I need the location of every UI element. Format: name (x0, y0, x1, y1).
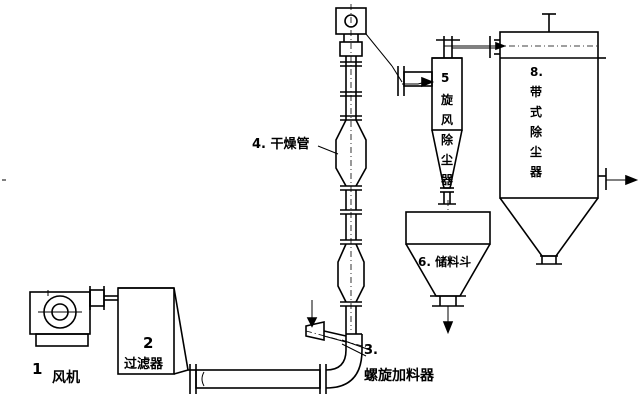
bag-filter-label-1: 带 (530, 84, 542, 99)
bag-filter-label-4: 尘 (530, 144, 542, 159)
screw-feeder (305, 300, 371, 357)
cyclone-label-4: 尘 (441, 152, 453, 167)
bag-filter-number: 8. (530, 65, 543, 79)
cyclone-label-5: 器 (440, 173, 454, 187)
feeder-number: 3. (364, 343, 378, 358)
cyclone-label-2: 风 (441, 113, 453, 127)
cyclone-number: 5 (441, 71, 449, 85)
filter-label: 过滤器 (124, 356, 164, 372)
storage-hopper-label: 6. 储料斗 (418, 254, 471, 269)
drying-tube-label: 4. 干燥管 (252, 136, 310, 152)
bag-filter-label-2: 式 (530, 104, 542, 119)
drying-tube (335, 4, 367, 335)
bag-filter-label-3: 除 (530, 124, 543, 139)
storage-hopper (405, 200, 491, 335)
fan-label: 风机 (52, 369, 80, 386)
bag-filter (489, 13, 639, 265)
filter (117, 287, 196, 375)
bag-filter-label-5: 器 (529, 165, 543, 179)
fan (29, 286, 118, 347)
cyclone-label-1: 旋 (440, 92, 454, 107)
filter-number: 2 (143, 334, 153, 352)
fan-number: 1 (32, 360, 42, 378)
cyclone-label-3: 除 (441, 132, 454, 147)
horizontal-air-pipe (189, 334, 363, 394)
feeder-label: 螺旋加料器 (364, 367, 435, 384)
flow-arrows (402, 41, 507, 88)
